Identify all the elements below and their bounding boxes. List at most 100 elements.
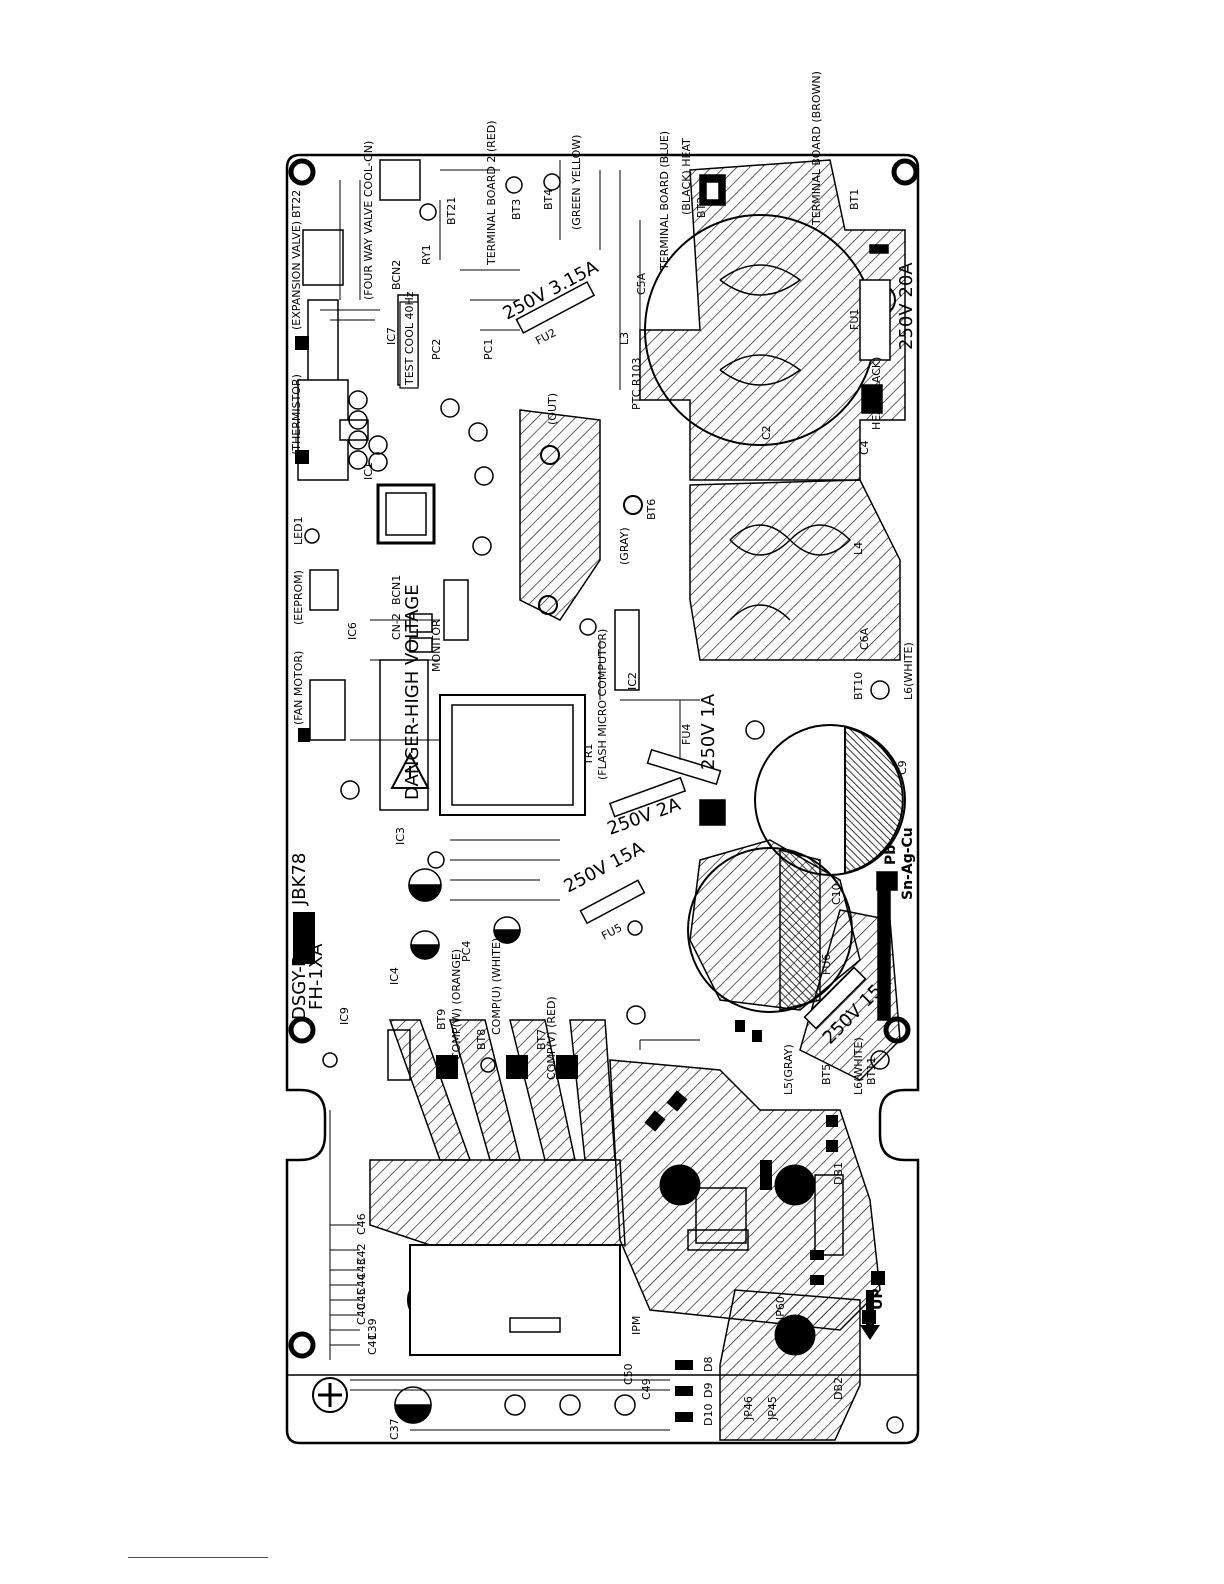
- label-ic7: IC7: [385, 327, 398, 345]
- label-fu5: FU5: [599, 921, 624, 943]
- label-ic1: IC1: [362, 462, 375, 480]
- label-db2: DB2: [832, 1377, 845, 1400]
- small-capacitors: [322, 390, 636, 1424]
- label-ry1: RY1: [420, 244, 433, 265]
- label-l4: L4: [852, 542, 865, 555]
- label-bt21: BT21: [445, 197, 458, 225]
- label-l5-gray: L5(GRAY): [782, 1044, 795, 1095]
- mounting-holes: [288, 158, 919, 1434]
- label-pc4: PC4: [460, 941, 473, 962]
- label-bt22: BT22: [290, 190, 303, 218]
- label-test-cool: TEST COOL 40Hz: [403, 291, 416, 386]
- label-bt8: BT8: [475, 1029, 488, 1050]
- label-terminal-red: TERMINAL BOARD 2 (RED): [485, 120, 498, 266]
- label-bt11: BT11: [865, 1057, 878, 1085]
- label-sn-ag-cu: Sn-Ag-Cu: [900, 827, 916, 900]
- label-pb: Pb: [883, 845, 899, 865]
- signal-traces: [320, 160, 700, 1431]
- test-cool-box: [399, 301, 419, 389]
- label-ic9: IC9: [338, 1007, 351, 1025]
- label-flash-micro: (FLASH MICRO COMPUTOR): [596, 629, 609, 780]
- label-thermistor: (THERMISTOR): [290, 374, 303, 455]
- label-bt2: BT2: [695, 197, 708, 218]
- label-l6-white-2: L6(WHITE): [852, 1037, 865, 1095]
- label-comp-w: COMP(W) (ORANGE): [450, 949, 463, 1060]
- label-led1: LED1: [292, 516, 305, 545]
- label-cn2: CN-2: [390, 613, 403, 640]
- label-bcn2: BCN2: [390, 260, 403, 290]
- label-bt6: BT6: [645, 499, 658, 520]
- label-eeprom: (EEPROM): [292, 570, 305, 625]
- label-bt9: BT9: [435, 1009, 448, 1030]
- label-tr1: TR1: [582, 744, 595, 766]
- label-ic6: IC6: [346, 622, 359, 640]
- label-model-jbk: JBK78: [289, 853, 310, 906]
- label-bcn1: BCN1: [390, 575, 403, 605]
- label-c43: C43: [355, 1258, 368, 1280]
- label-bt7: BT7: [535, 1029, 548, 1050]
- label-c46: C46: [355, 1213, 368, 1235]
- label-c42: C42: [355, 1243, 368, 1265]
- up-arrow-icon: [860, 1290, 880, 1340]
- fuses: [515, 279, 891, 1030]
- label-fuse-1a: 250V 1A: [698, 693, 719, 770]
- test-pads: [302, 173, 890, 1256]
- label-bt5: BT5: [820, 1064, 833, 1085]
- label-fu6: FU6: [820, 954, 833, 975]
- label-l6-white: L6(WHITE): [902, 642, 915, 700]
- label-l3: L3: [618, 332, 631, 345]
- label-c40: C40: [355, 1303, 368, 1325]
- label-fu1: FU1: [848, 309, 861, 330]
- label-model-fh: FH-1XA: [306, 943, 327, 1010]
- label-d9: D9: [702, 1383, 715, 1398]
- board-outline: [285, 153, 920, 1445]
- label-fan-motor: (FAN MOTOR): [292, 651, 305, 725]
- label-bt10: BT10: [852, 672, 865, 700]
- label-comp-v: COMP(V) (RED): [545, 996, 558, 1080]
- label-bt3: BT3: [510, 199, 523, 220]
- label-fu4: FU4: [680, 724, 693, 745]
- smd-blocks: [293, 180, 885, 1422]
- label-c5a: C5A: [635, 272, 648, 295]
- label-pc2: PC2: [430, 339, 443, 360]
- label-four-way-valve: (FOUR WAY VALVE COOL-ON): [362, 141, 375, 300]
- label-c9: C9: [896, 760, 909, 775]
- label-green-yellow: (GREEN YELLOW): [570, 135, 583, 230]
- label-c49: C49: [640, 1378, 653, 1400]
- label-ic4: IC4: [388, 967, 401, 985]
- label-gray: (GRAY): [618, 527, 631, 565]
- label-black-heat: (BLACK) HEAT: [680, 138, 693, 215]
- label-expansion-valve: (EXPANSION VALVE): [290, 221, 303, 330]
- label-up: UP: [870, 1288, 886, 1310]
- label-ic2: IC2: [626, 672, 639, 690]
- label-c44: C44: [355, 1273, 368, 1295]
- label-fu2: FU2: [533, 326, 558, 348]
- label-c45: C45: [355, 1288, 368, 1310]
- label-d8: D8: [702, 1357, 715, 1372]
- label-out: (OUT): [546, 393, 559, 425]
- label-db1: DB1: [832, 1162, 845, 1185]
- label-c41: C41: [366, 1333, 379, 1355]
- label-c50: C50: [622, 1363, 635, 1385]
- label-jp45: JP45: [766, 1396, 779, 1421]
- label-fuse-20a: 250V 20A: [896, 262, 917, 350]
- label-jp46: JP46: [742, 1396, 755, 1421]
- label-monitor: MONITOR: [430, 619, 443, 672]
- footer-rule: [128, 1557, 268, 1558]
- label-d10: D10: [702, 1404, 715, 1426]
- label-pc1: PC1: [482, 339, 495, 360]
- label-c4: C4: [858, 440, 871, 455]
- label-danger: DANGER-HIGH VOLTAGE: [402, 584, 423, 800]
- label-ipm: IPM: [630, 1316, 643, 1335]
- label-c39: C39: [366, 1318, 379, 1340]
- large-components: [407, 214, 906, 1356]
- label-ic3: IC3: [394, 827, 407, 845]
- label-c37: C37: [388, 1418, 401, 1440]
- danger-warning-symbol: [390, 751, 430, 789]
- label-bt1: BT1: [848, 189, 861, 210]
- ic-packages: [297, 159, 640, 1356]
- label-model-dsgy: DSGY-B: [289, 955, 310, 1020]
- label-c2: C2: [760, 425, 773, 440]
- label-c6a: C6A: [858, 627, 871, 650]
